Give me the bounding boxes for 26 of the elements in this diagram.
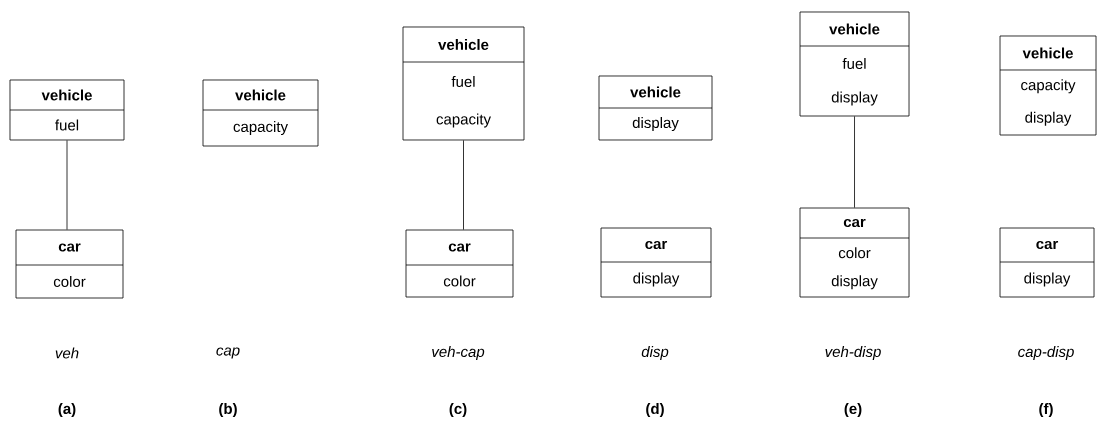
panel-label: (a) <box>58 403 76 417</box>
class-box: car color <box>15 229 124 299</box>
class-box: vehicle fuel <box>9 79 125 141</box>
diagram-name: cap-disp <box>1018 346 1074 360</box>
class-box: vehicle capacity display <box>999 35 1097 136</box>
class-box: vehicle fuel capacity <box>402 26 525 141</box>
diagram-name: veh-disp <box>825 346 881 360</box>
class-box: car color display <box>799 207 910 298</box>
class-box: car color <box>405 229 514 298</box>
class-box: vehicle capacity <box>202 79 319 147</box>
panel-label: (c) <box>449 403 467 417</box>
class-box: vehicle fuel display <box>799 11 910 117</box>
diagram-name: cap <box>216 347 240 359</box>
panel-label: (d) <box>646 403 664 417</box>
connector-line <box>66 140 68 230</box>
connector-line <box>463 140 464 230</box>
class-box: car display <box>600 227 712 298</box>
diagram-name: veh <box>55 347 79 359</box>
diagram-name: veh-cap <box>432 346 485 360</box>
panel-label: (f) <box>1039 403 1053 417</box>
connector-line <box>854 116 855 208</box>
panel-label: (e) <box>844 403 862 417</box>
class-box: vehicle display <box>598 75 713 141</box>
diagram-name: disp <box>641 346 669 360</box>
panel-label: (b) <box>219 403 237 417</box>
class-box: car display <box>999 227 1095 298</box>
